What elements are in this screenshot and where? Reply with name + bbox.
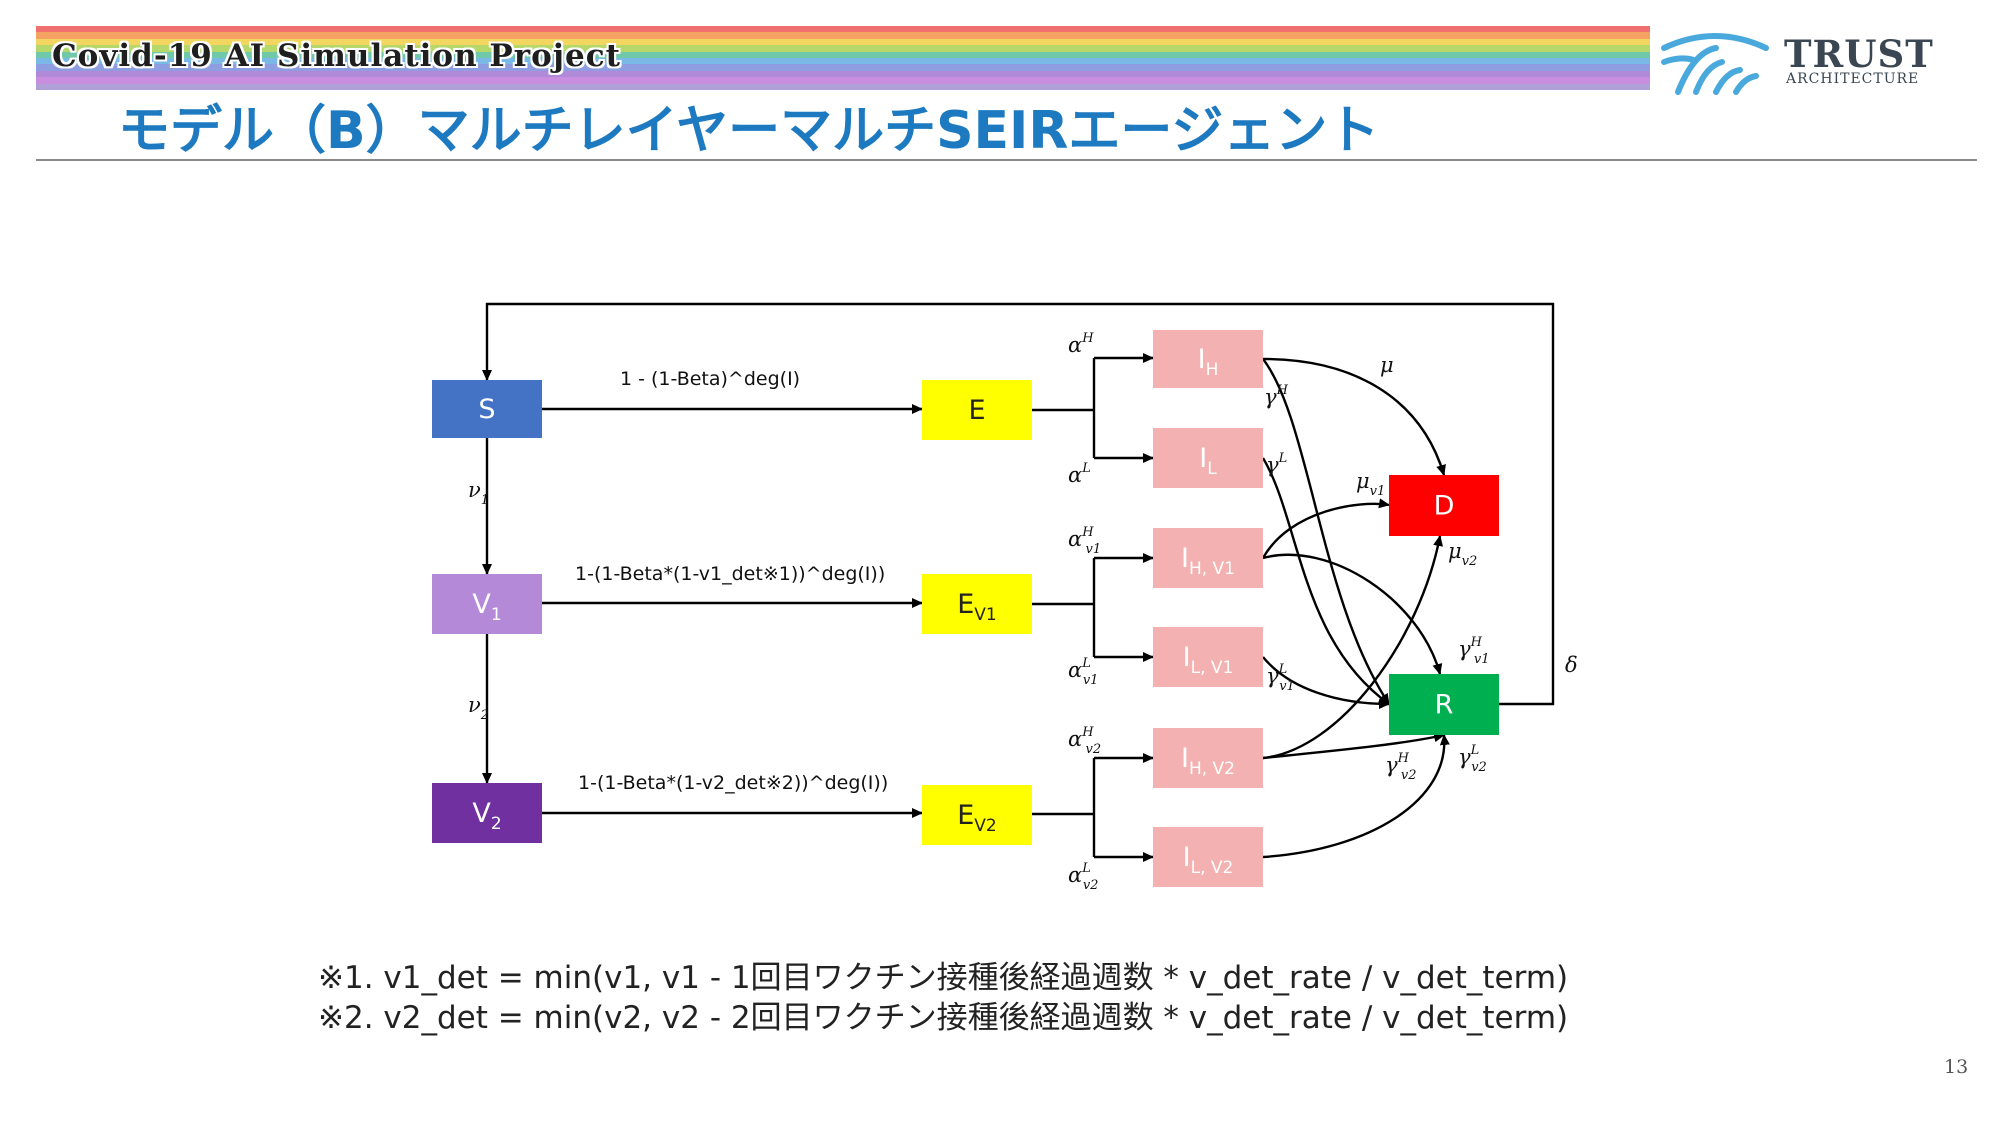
- node-ihv1: IH, V1: [1153, 528, 1263, 588]
- rainbow-stripe: [36, 70, 1650, 78]
- bracket-e: [1032, 358, 1096, 458]
- rainbow-stripe: [36, 77, 1650, 84]
- node-ev2-label: EV2: [957, 800, 997, 836]
- parameter-mu: μ: [1380, 353, 1394, 377]
- arrow-ilv2-to-r: [1262, 734, 1450, 859]
- node-v2-label: V2: [472, 798, 501, 834]
- node-ilv1-label: IL, V1: [1183, 642, 1234, 678]
- rainbow-stripe: [36, 83, 1650, 90]
- node-ihv1-label: IH, V1: [1181, 543, 1235, 579]
- arrow-ihv2-to-d: [1262, 535, 1444, 760]
- rate-label-v1-to-ev1: 1-(1-Beta*(1-v1_det※1))^deg(I)): [575, 563, 885, 585]
- parameter-nu1: ν1: [468, 478, 489, 508]
- node-ihv2-label: IH, V2: [1181, 743, 1235, 779]
- bracket-ev1: [1032, 558, 1096, 657]
- bracket-ev2: [1032, 758, 1096, 857]
- node-ev1-label: EV1: [957, 589, 997, 625]
- arrow-il-to-r: [1261, 457, 1390, 705]
- node-ihv2: IH, V2: [1153, 728, 1263, 788]
- rainbow-stripe: [36, 64, 1650, 71]
- node-e: E: [922, 380, 1032, 440]
- node-r: R: [1389, 674, 1499, 735]
- rainbow-stripe: [36, 45, 1650, 52]
- arrow-ih-to-r: [1262, 358, 1391, 705]
- page-number: 13: [1944, 1056, 1969, 1078]
- node-v1-label: V1: [472, 589, 501, 625]
- arrow-ihv1-to-r: [1262, 553, 1443, 675]
- node-s: S: [432, 380, 542, 438]
- rainbow-stripe: [36, 32, 1650, 39]
- parameter-delta: δ: [1565, 653, 1578, 677]
- parameter-gammah: γH: [1264, 383, 1289, 409]
- node-r-label: R: [1435, 690, 1454, 721]
- node-ih-label: IH: [1198, 344, 1219, 380]
- parameter-nu2: ν2: [468, 693, 489, 723]
- rainbow-stripe: [36, 38, 1650, 46]
- node-ilv1: IL, V1: [1153, 627, 1263, 687]
- node-il-label: IL: [1199, 443, 1217, 479]
- parameter-muv2: μv2: [1448, 539, 1477, 569]
- parameter-alphah: αH: [1068, 331, 1094, 357]
- arrow-ihv1-to-d: [1261, 498, 1390, 559]
- footnote-v1-det: ※1. v1_det = min(v1, v1 - 1回目ワクチン接種後経過週数…: [318, 960, 1569, 996]
- node-d-label: D: [1434, 491, 1455, 522]
- node-ilv2-label: IL, V2: [1183, 842, 1234, 878]
- node-d: D: [1389, 475, 1499, 536]
- node-v2: V2: [432, 783, 542, 843]
- page-title: モデル（B）マルチレイヤーマルチSEIRエージェント: [118, 101, 1380, 161]
- rainbow-banner: [36, 26, 1650, 90]
- parameter-muv1: μv1: [1356, 469, 1385, 499]
- node-ih: IH: [1153, 330, 1263, 388]
- rainbow-stripe: [36, 26, 1650, 33]
- arrow-ihv2-to-r: [1262, 732, 1445, 760]
- bridge-arch-logo-icon: [1661, 33, 1769, 95]
- node-ev1: EV1: [922, 574, 1032, 634]
- parameter-gammal: γL: [1266, 451, 1287, 477]
- node-e-label: E: [968, 395, 985, 426]
- parameter-alphal: αL: [1068, 461, 1091, 487]
- rate-label-s-to-e: 1 - (1-Beta)^deg(I): [620, 368, 800, 390]
- header-divider: [36, 159, 1977, 161]
- node-il: IL: [1153, 428, 1263, 488]
- logo-subtitle: ARCHITECTURE: [1786, 71, 1920, 87]
- arrow-r-to-s: [482, 302, 1555, 706]
- logo-name: TRUST: [1784, 32, 1934, 76]
- arrow-ih-to-d: [1262, 357, 1446, 476]
- node-ilv2: IL, V2: [1153, 827, 1263, 887]
- node-ev2: EV2: [922, 785, 1032, 845]
- footnote-v2-det: ※2. v2_det = min(v2, v2 - 2回目ワクチン接種後経過週数…: [318, 1000, 1569, 1036]
- rainbow-stripe: [36, 51, 1650, 58]
- node-s-label: S: [478, 394, 495, 425]
- rainbow-stripe: [36, 57, 1650, 65]
- node-v1: V1: [432, 574, 542, 634]
- project-banner: Covid-19 AI Simulation Project: [52, 38, 621, 74]
- rate-label-v2-to-ev2: 1-(1-Beta*(1-v2_det※2))^deg(I)): [578, 772, 888, 794]
- arrow-ilv1-to-r: [1262, 656, 1390, 709]
